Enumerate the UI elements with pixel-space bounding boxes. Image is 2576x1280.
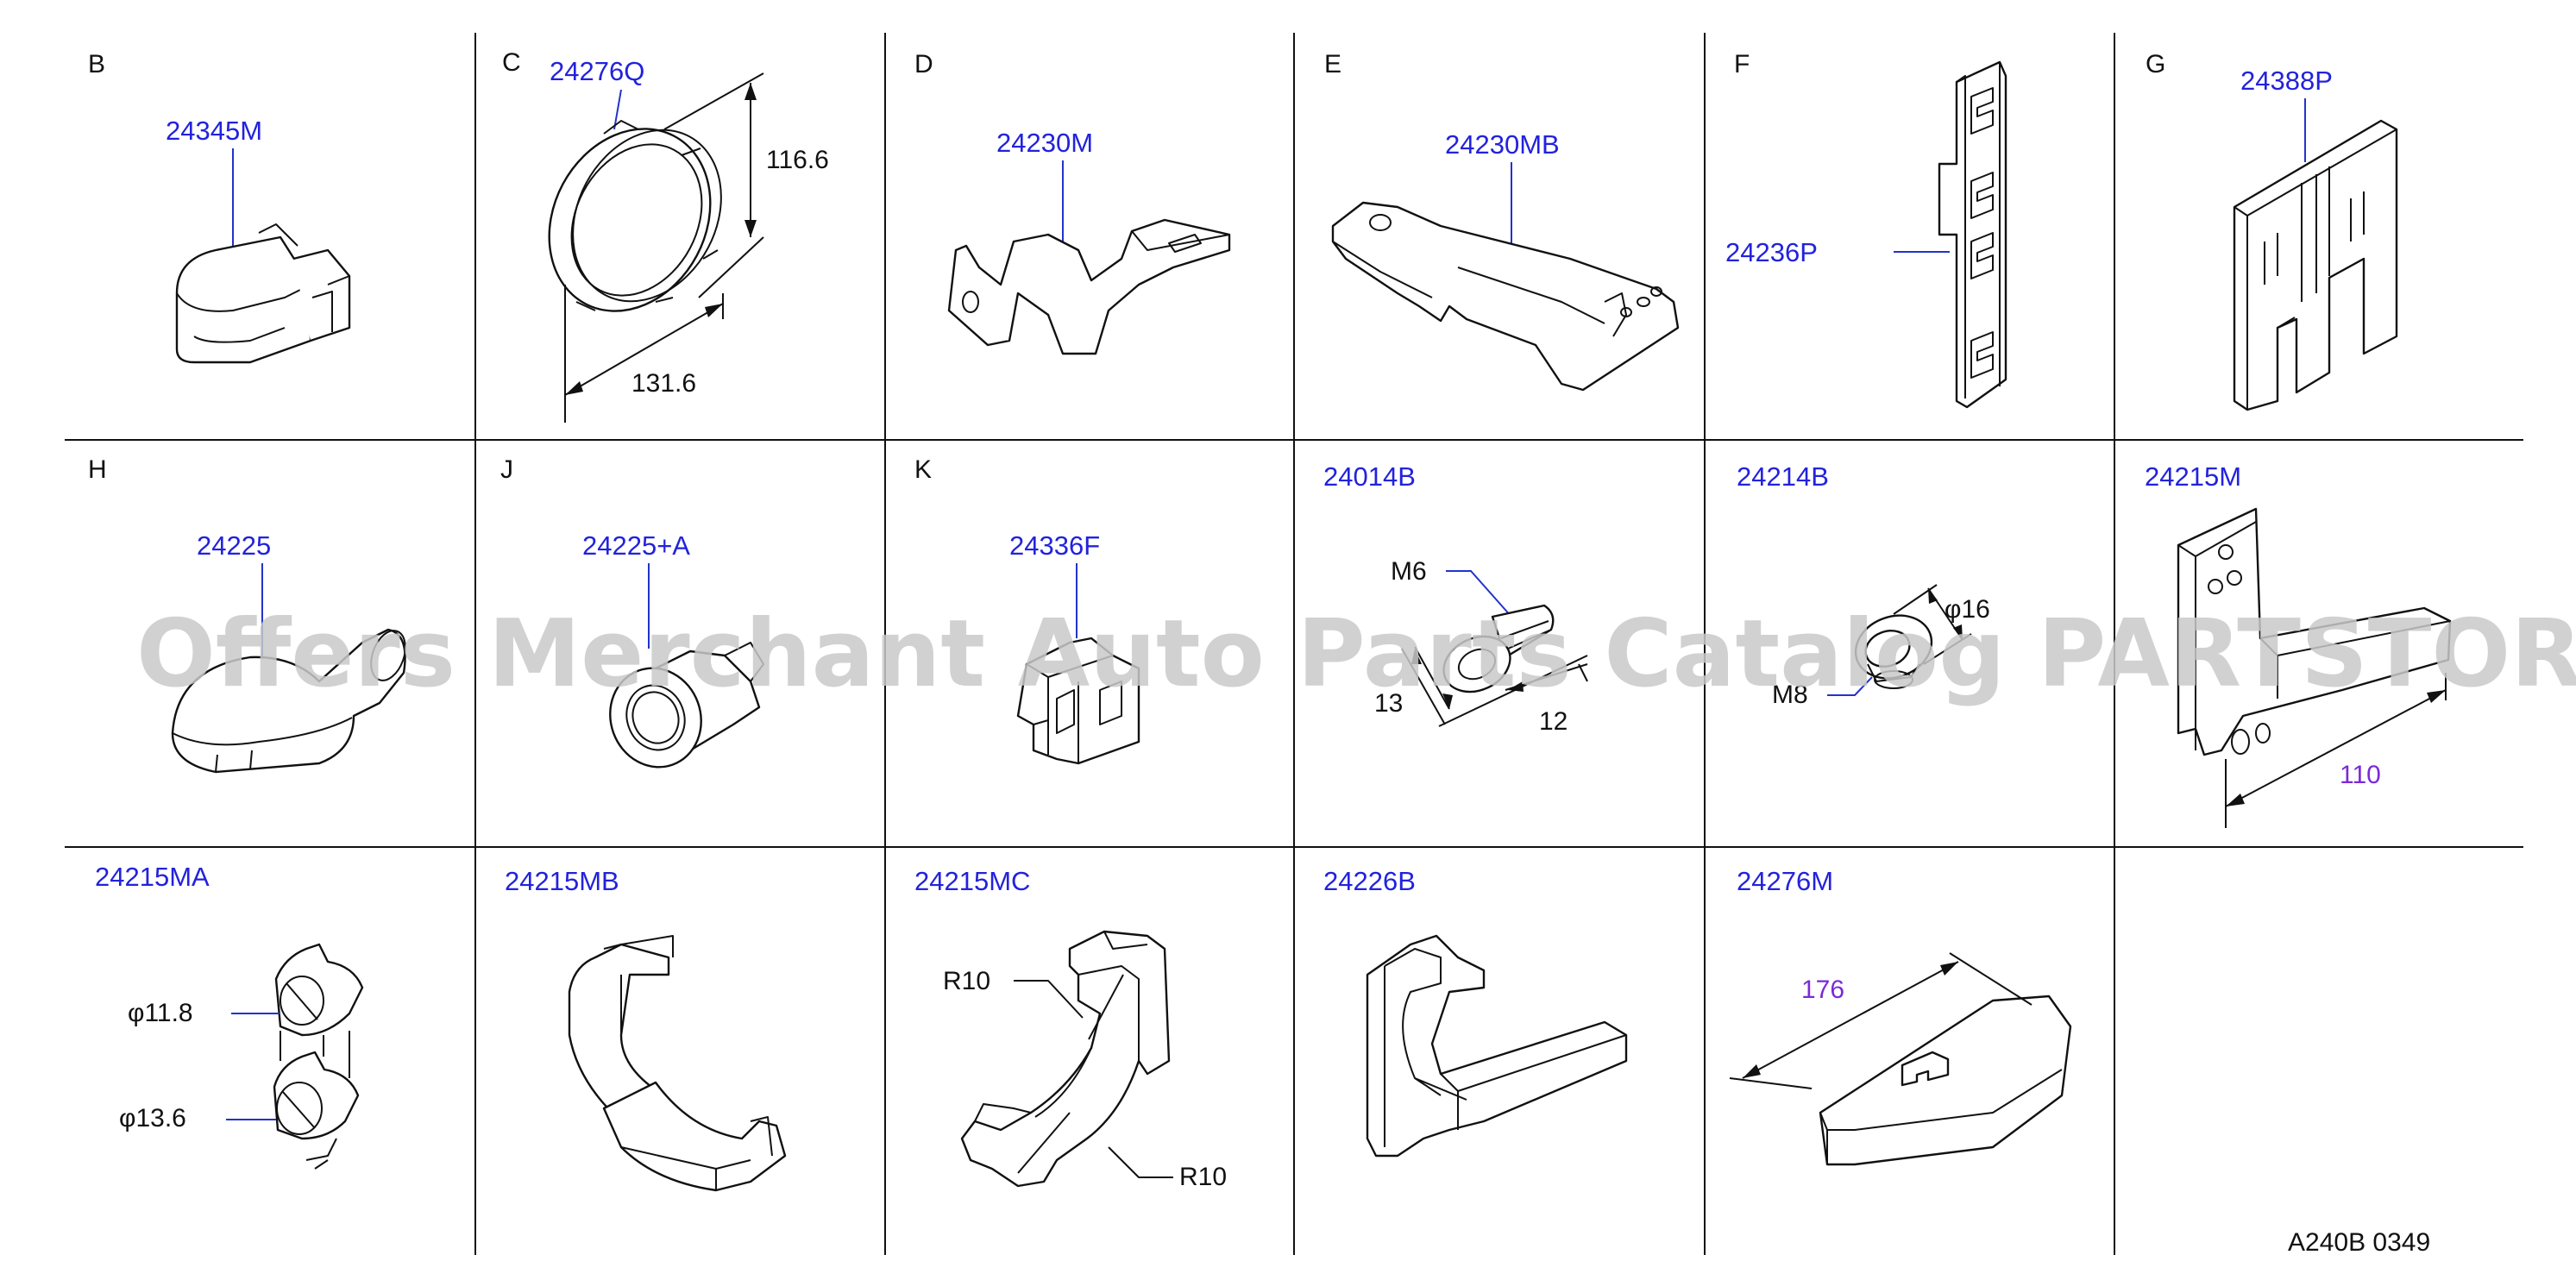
cell-24226b[interactable]: 24226B (1323, 866, 1628, 1158)
part-number[interactable]: 24236P (1725, 237, 1818, 267)
dimension-lines (2225, 673, 2447, 828)
cell-letter: G (2146, 50, 2165, 78)
dimension-label: M6 (1391, 557, 1427, 586)
part-illustration (609, 642, 764, 769)
grid-lines (65, 33, 2523, 1255)
part-illustration (1442, 604, 1555, 693)
part-illustration (1331, 201, 1680, 392)
cell-f[interactable]: F 24236P (1725, 50, 2007, 409)
cell-letter: F (1734, 50, 1750, 78)
part-illustration (1016, 637, 1140, 765)
cell-b[interactable]: B 24345M (88, 50, 351, 364)
part-number[interactable]: 24276Q (550, 56, 644, 86)
part-illustration (1819, 995, 2072, 1166)
part-number[interactable]: 24230M (996, 128, 1093, 158)
part-illustration (1854, 614, 1933, 689)
cell-g[interactable]: G 24388P (2146, 50, 2398, 411)
dimension-lines (1729, 952, 2033, 1089)
dimension-label: φ16 (1945, 595, 1990, 624)
reference-code: A240B 0349 (2288, 1228, 2430, 1257)
dimension-label: R10 (1179, 1163, 1227, 1191)
part-illustration (2233, 119, 2398, 411)
part-number[interactable]: 24345M (166, 116, 262, 146)
part-number[interactable]: 24230MB (1445, 129, 1560, 160)
cell-24014b[interactable]: 24014B M6 13 12 (1323, 461, 1588, 736)
part-number[interactable]: 24336F (1009, 530, 1100, 561)
dimension-label: 13 (1374, 689, 1403, 718)
part-number[interactable]: 24215MC (914, 866, 1030, 896)
cell-letter: K (914, 455, 932, 484)
dimension-label: 176 (1801, 976, 1844, 1004)
part-illustration (548, 120, 722, 312)
cell-24215m[interactable]: 24215M 110 (2145, 461, 2452, 828)
part-illustration (568, 935, 787, 1192)
cell-h[interactable]: H 24225 (88, 455, 412, 774)
part-number[interactable]: 24014B (1323, 461, 1416, 492)
dimension-label: φ13.6 (119, 1104, 186, 1133)
part-number[interactable]: 24215M (2145, 461, 2241, 492)
cell-letter: H (88, 455, 107, 484)
cell-24215mc[interactable]: 24215MC R10 R10 (914, 866, 1227, 1191)
part-illustration (175, 223, 351, 364)
cell-letter: B (88, 50, 105, 78)
dimension-label: M8 (1772, 681, 1808, 709)
dimension-label: 110 (2340, 761, 2381, 789)
cell-24276m[interactable]: 24276M 176 (1729, 866, 2072, 1166)
dimension-label: 116.6 (766, 146, 829, 174)
part-illustration (2177, 507, 2452, 756)
part-number[interactable]: 24226B (1323, 866, 1416, 896)
cell-e[interactable]: E 24230MB (1324, 50, 1680, 392)
watermark: Offers Merchant Auto Parts Catalog PARTS… (136, 600, 2576, 708)
dimension-label: 12 (1539, 707, 1568, 736)
part-illustration (947, 218, 1231, 355)
cell-d[interactable]: D 24230M (914, 50, 1231, 355)
cell-j[interactable]: J 24225+A (500, 455, 764, 780)
dimension-lines (1401, 646, 1588, 727)
part-illustration (1366, 934, 1628, 1158)
dimension-lines (564, 72, 764, 423)
part-number[interactable]: 24214B (1737, 461, 1829, 492)
dimension-label: R10 (943, 967, 990, 995)
part-number[interactable]: 24225 (197, 530, 271, 561)
cell-24215ma[interactable]: 24215MA φ11.8 φ13.6 (95, 862, 364, 1170)
dimension-label: φ11.8 (128, 999, 193, 1027)
part-number[interactable]: 24225+A (582, 530, 690, 561)
cell-24215mb[interactable]: 24215MB (505, 866, 787, 1192)
cell-letter: D (914, 50, 933, 78)
part-number[interactable]: 24215MA (95, 862, 210, 892)
cell-k[interactable]: K 24336F (914, 455, 1140, 765)
part-number[interactable]: 24388P (2240, 66, 2333, 96)
part-illustration (171, 628, 406, 774)
part-illustration (1938, 60, 2007, 409)
cell-c[interactable]: C 24276Q 116.6 131.6 (502, 48, 829, 423)
dimension-label: 131.6 (631, 369, 696, 398)
part-illustration (960, 930, 1171, 1188)
part-number[interactable]: 24215MB (505, 866, 619, 896)
cell-letter: J (500, 455, 513, 484)
part-number[interactable]: 24276M (1737, 866, 1833, 896)
cell-letter: C (502, 48, 521, 77)
cell-24214b[interactable]: 24214B φ16 M8 (1737, 461, 1990, 709)
dimension-lines (1893, 584, 1972, 665)
part-illustration (273, 943, 364, 1170)
cell-letter: E (1324, 50, 1341, 78)
